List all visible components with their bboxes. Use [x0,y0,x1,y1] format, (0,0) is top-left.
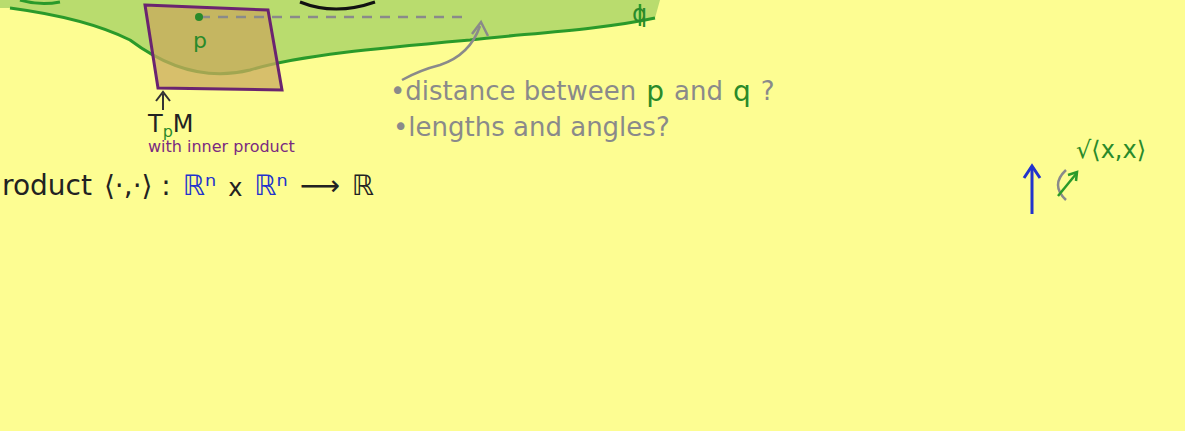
subscript: p [163,124,173,140]
note: with inner product [148,139,295,155]
formula: ℝ [352,172,374,200]
point-label: p [193,30,207,52]
leader-line [1058,174,1076,196]
formula: x [228,176,242,200]
question: •distance between [390,78,636,104]
dashed-line [200,16,470,19]
leader-line [162,94,164,110]
formula: ⟶ [300,172,340,200]
formula: ⟨·,·⟩ : [104,172,171,200]
arrow-head [1024,166,1040,178]
point-label: q [733,78,751,106]
formula: √⟨x,x⟩ [1076,138,1146,162]
point-dot [195,13,203,21]
arrow-head [472,22,488,36]
manifold-surface [0,0,660,74]
question: ? [761,78,775,104]
heading: roduct [2,172,92,200]
manifold-edge [10,8,655,74]
formula: ℝⁿ [254,172,287,200]
point-label: q [632,2,647,26]
question: and [674,78,723,104]
manifold-edge [20,0,60,4]
symbol: T [148,112,163,136]
question: •lengths and angles? [393,114,670,140]
vector-arrow [1031,168,1034,214]
point-label: p [646,78,664,106]
arrow-head [1068,172,1077,181]
leader-line [402,26,480,80]
geodesic-curve [300,2,375,9]
symbol: M [173,112,194,136]
formula: ℝⁿ [183,172,216,200]
arrow-head [156,92,170,101]
